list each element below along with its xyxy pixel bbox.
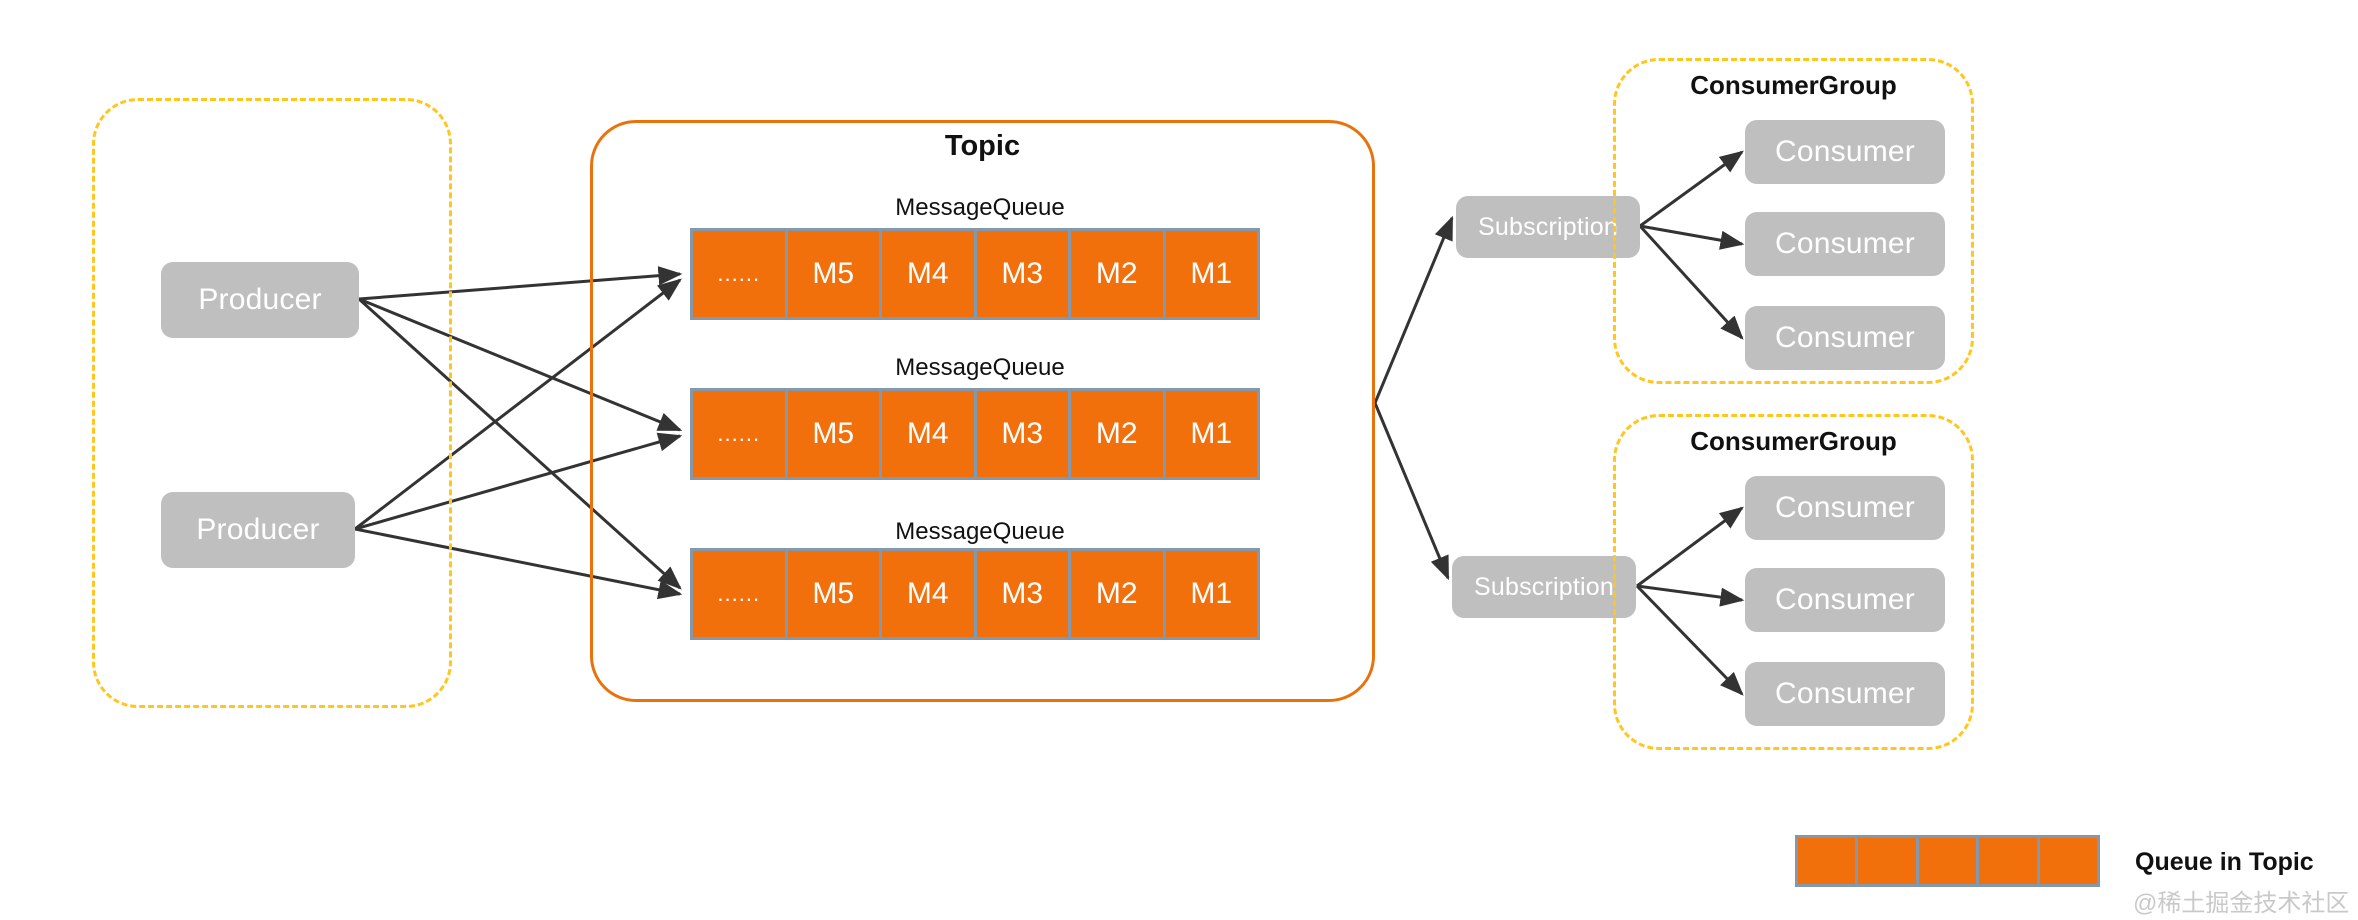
messagequeue-title-1: MessageQueue bbox=[690, 194, 1270, 222]
queue-cell[interactable]: ...... bbox=[693, 551, 788, 637]
producer-label: Producer bbox=[196, 513, 320, 546]
queue-cell[interactable]: ...... bbox=[693, 231, 788, 317]
legend-cell bbox=[1798, 838, 1859, 884]
subscription-node-1[interactable]: Subscription bbox=[1456, 196, 1640, 258]
messagequeue-title-text: MessageQueue bbox=[895, 518, 1065, 545]
queue-cell[interactable]: M3 bbox=[976, 391, 1071, 477]
queue-cell[interactable]: M2 bbox=[1071, 551, 1166, 637]
legend-cell bbox=[1858, 838, 1919, 884]
consumer-group-container-1 bbox=[1613, 58, 1974, 384]
subscription-node-2[interactable]: Subscription bbox=[1452, 556, 1636, 618]
messagequeue-title-text: MessageQueue bbox=[895, 354, 1065, 381]
consumer-group-container-2 bbox=[1613, 414, 1974, 750]
consumer-group-title-2: ConsumerGroup bbox=[1613, 426, 1974, 457]
queue-cell[interactable]: M5 bbox=[787, 551, 882, 637]
queue-cell[interactable]: M4 bbox=[882, 551, 977, 637]
topic-title: Topic bbox=[590, 130, 1375, 163]
queue-cell[interactable]: M2 bbox=[1071, 391, 1166, 477]
producer-label: Producer bbox=[198, 283, 322, 316]
consumer-node-1-2[interactable]: Consumer bbox=[1745, 212, 1945, 276]
consumer-label: Consumer bbox=[1775, 321, 1915, 354]
topic-title-text: Topic bbox=[944, 130, 1021, 162]
consumer-group-title-text: ConsumerGroup bbox=[1690, 70, 1897, 100]
queue-cell[interactable]: M4 bbox=[882, 391, 977, 477]
message-queue-3[interactable]: ...... M5 M4 M3 M2 M1 bbox=[690, 548, 1260, 640]
messagequeue-title-2: MessageQueue bbox=[690, 354, 1270, 382]
queue-cell[interactable]: M1 bbox=[1165, 551, 1257, 637]
message-queue-2[interactable]: ...... M5 M4 M3 M2 M1 bbox=[690, 388, 1260, 480]
legend-cell bbox=[2039, 838, 2098, 884]
queue-cell[interactable]: M1 bbox=[1165, 391, 1257, 477]
legend-label: Queue in Topic bbox=[2135, 848, 2314, 877]
legend-label-text: Queue in Topic bbox=[2135, 848, 2314, 876]
subscription-label: Subscription bbox=[1474, 572, 1614, 601]
producer-node-1[interactable]: Producer bbox=[161, 262, 359, 338]
queue-cell[interactable]: M4 bbox=[882, 231, 977, 317]
consumer-label: Consumer bbox=[1775, 491, 1915, 524]
queue-cell[interactable]: M2 bbox=[1071, 231, 1166, 317]
consumer-label: Consumer bbox=[1775, 227, 1915, 260]
consumer-node-1-1[interactable]: Consumer bbox=[1745, 120, 1945, 184]
legend-cell bbox=[1918, 838, 1980, 884]
consumer-group-title-1: ConsumerGroup bbox=[1613, 70, 1974, 101]
queue-cell[interactable]: ...... bbox=[693, 391, 788, 477]
topic-container bbox=[590, 120, 1375, 702]
consumer-node-2-3[interactable]: Consumer bbox=[1745, 662, 1945, 726]
producer-node-2[interactable]: Producer bbox=[161, 492, 355, 568]
watermark: @稀土掘金技术社区 bbox=[2133, 883, 2349, 918]
consumer-node-2-2[interactable]: Consumer bbox=[1745, 568, 1945, 632]
queue-cell[interactable]: M1 bbox=[1165, 231, 1257, 317]
subscription-label: Subscription bbox=[1478, 212, 1618, 241]
watermark-text: @稀土掘金技术社区 bbox=[2133, 890, 2350, 917]
topic-to-subscription-arrows bbox=[1373, 215, 1454, 581]
legend-cell bbox=[1979, 838, 2040, 884]
consumer-label: Consumer bbox=[1775, 135, 1915, 168]
legend-queue-swatch bbox=[1795, 835, 2100, 887]
queue-cell[interactable]: M3 bbox=[976, 231, 1071, 317]
queue-cell[interactable]: M5 bbox=[787, 391, 882, 477]
consumer-label: Consumer bbox=[1775, 677, 1915, 710]
consumer-node-1-3[interactable]: Consumer bbox=[1745, 306, 1945, 370]
queue-cell[interactable]: M3 bbox=[976, 551, 1071, 637]
messagequeue-title-3: MessageQueue bbox=[690, 518, 1270, 546]
consumer-label: Consumer bbox=[1775, 583, 1915, 616]
producer-container bbox=[92, 98, 452, 708]
consumer-group-title-text: ConsumerGroup bbox=[1690, 426, 1897, 456]
consumer-node-2-1[interactable]: Consumer bbox=[1745, 476, 1945, 540]
queue-cell[interactable]: M5 bbox=[787, 231, 882, 317]
messagequeue-title-text: MessageQueue bbox=[895, 194, 1065, 221]
message-queue-1[interactable]: ...... M5 M4 M3 M2 M1 bbox=[690, 228, 1260, 320]
